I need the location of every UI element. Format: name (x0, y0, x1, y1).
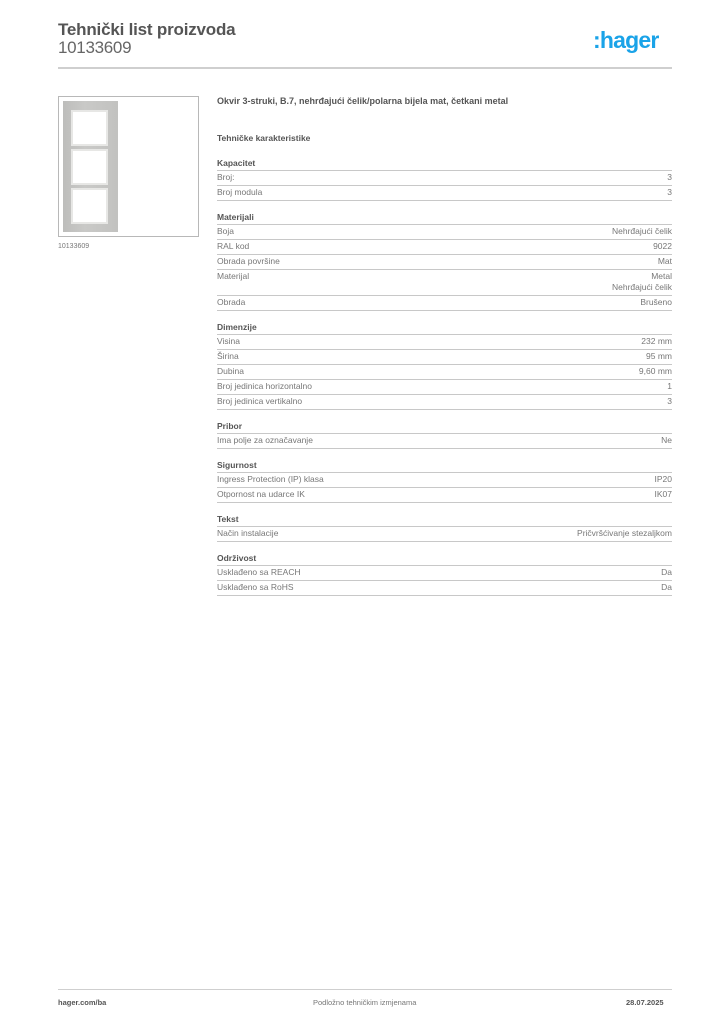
section-title: Tekst (217, 514, 672, 527)
spec-value: Ne (661, 435, 672, 445)
spec-value: 1 (667, 381, 672, 391)
frame-opening (71, 188, 108, 224)
header-divider (58, 67, 672, 69)
spec-label: Broj jedinica vertikalno (217, 396, 303, 406)
spec-row: Obrada Brušeno (217, 296, 672, 311)
spec-value: 3 (667, 172, 672, 182)
spec-label: Ingress Protection (IP) klasa (217, 474, 324, 484)
spec-row: Broj: 3 (217, 171, 672, 186)
section-title: Dimenzije (217, 322, 672, 335)
spec-value: 9,60 mm (638, 366, 672, 376)
spec-row: Otpornost na udarce IK IK07 (217, 488, 672, 503)
spec-value: 3 (667, 396, 672, 406)
spec-value: Mat (657, 256, 672, 266)
spec-row: Boja Nehrđajući čelik (217, 225, 672, 240)
spec-row: Ingress Protection (IP) klasa IP20 (217, 473, 672, 488)
product-description: Okvir 3-struki, B.7, nehrđajući čelik/po… (217, 96, 509, 106)
spec-value: Da (661, 582, 672, 592)
spec-row: Usklađeno sa RoHS Da (217, 581, 672, 596)
spec-label: Boja (217, 226, 235, 236)
spec-row: Ima polje za označavanje Ne (217, 434, 672, 449)
image-caption: 10133609 (58, 243, 90, 250)
spec-value: Pričvršćivanje stezaljkom (577, 528, 672, 538)
frame-opening (71, 110, 108, 146)
spec-label: Obrada (217, 297, 246, 307)
spec-row: Broj jedinica vertikalno 3 (217, 395, 672, 410)
section-title: Pribor (217, 421, 672, 434)
section-title: Materijali (217, 212, 672, 225)
spec-label: Broj modula (217, 187, 263, 197)
spec-value: 9022 (653, 241, 672, 251)
spec-value: Da (661, 567, 672, 577)
spec-label: Obrada površine (217, 256, 280, 266)
spec-value: Brušeno (640, 297, 672, 307)
spec-value: Nehrđajući čelik (612, 226, 672, 236)
tech-characteristics-title: Tehničke karakteristike (217, 133, 311, 143)
spec-label: Broj: (217, 172, 235, 182)
footer-date: 28.07.2025 (626, 998, 664, 1007)
spec-label: Usklađeno sa RoHS (217, 582, 294, 592)
hager-logo: :hager (593, 27, 659, 53)
spec-label: Ima polje za označavanje (217, 435, 313, 445)
spec-value: 3 (667, 187, 672, 197)
spec-row: Dubina 9,60 mm (217, 365, 672, 380)
spec-row: Širina 95 mm (217, 350, 672, 365)
spec-label: Broj jedinica horizontalno (217, 381, 312, 391)
section-title: Sigurnost (217, 460, 672, 473)
spec-value: IP20 (654, 474, 673, 484)
product-image (58, 96, 199, 237)
spec-row: RAL kod 9022 (217, 240, 672, 255)
spec-value: 232 mm (641, 336, 672, 346)
spec-label: Način instalacije (217, 528, 279, 538)
spec-row: Visina 232 mm (217, 335, 672, 350)
product-number: 10133609 (58, 38, 132, 57)
footer-notice: Podložno tehničkim izmjenama (313, 998, 417, 1007)
spec-row: Obrada površine Mat (217, 255, 672, 270)
spec-row: Broj jedinica horizontalno 1 (217, 380, 672, 395)
spec-label: Širina (217, 351, 239, 361)
frame-3-gang-icon (63, 101, 118, 232)
spec-value: 95 mm (646, 351, 672, 361)
spec-content: Okvir 3-struki, B.7, nehrđajući čelik/po… (217, 96, 672, 607)
spec-label: Materijal (217, 271, 250, 281)
section-title: Kapacitet (217, 158, 672, 171)
spec-label: Dubina (217, 366, 244, 376)
frame-opening (71, 149, 108, 185)
spec-row: Broj modula 3 (217, 186, 672, 201)
spec-value: Metal Nehrđajući čelik (612, 271, 672, 292)
spec-row: Materijal Metal Nehrđajući čelik (217, 270, 672, 296)
page-title: Tehnički list proizvoda (58, 20, 236, 39)
footer-website: hager.com/ba (58, 998, 107, 1007)
spec-label: Visina (217, 336, 240, 346)
spec-row: Usklađeno sa REACH Da (217, 566, 672, 581)
spec-label: RAL kod (217, 241, 250, 251)
spec-label: Otpornost na udarce IK (217, 489, 305, 499)
section-title: Održivost (217, 553, 672, 566)
spec-value: IK07 (654, 489, 673, 499)
spec-label: Usklađeno sa REACH (217, 567, 301, 577)
spec-row: Način instalacije Pričvršćivanje stezaljk… (217, 527, 672, 542)
footer-divider (58, 989, 672, 990)
